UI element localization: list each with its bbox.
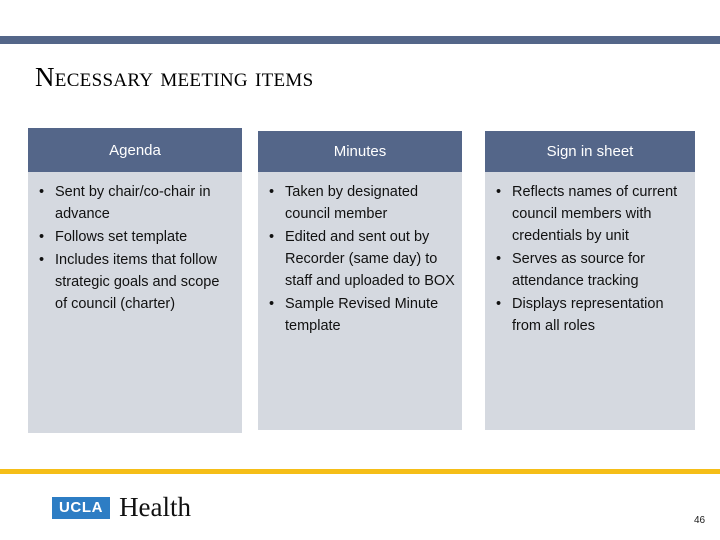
table-column-sign-in-sheet: Sign in sheet • Reflects names of current… <box>485 128 695 430</box>
list-item: • Sample Revised Minute template <box>265 293 455 337</box>
table-column-minutes: Minutes • Taken by designated council mem… <box>258 128 462 430</box>
bullet-icon: • <box>269 184 275 200</box>
bullet-list-sign-in-sheet: • Reflects names of current council membe… <box>492 181 688 337</box>
bullet-icon: • <box>269 296 275 313</box>
list-item: • Displays representation from all roles <box>492 293 688 337</box>
page-title: Necessary meeting items <box>35 62 314 92</box>
column-body-minutes: • Taken by designated council member • Edi… <box>258 172 462 430</box>
list-item-text: Displays representation from all roles <box>512 296 664 335</box>
bullet-icon: • <box>39 184 45 200</box>
bullet-icon: • <box>496 296 502 313</box>
bullet-list-agenda: • Sent by chair/co-chair in advance • Foll… <box>35 181 235 315</box>
list-item: • Reflects names of current council membe… <box>492 181 688 247</box>
ucla-logo-mark: UCLA <box>52 496 111 519</box>
column-header-minutes: Minutes <box>258 131 462 172</box>
column-body-agenda: • Sent by chair/co-chair in advance • Foll… <box>28 172 242 433</box>
list-item-text: Includes items that follow strategic goa… <box>55 252 220 313</box>
list-item-text: Taken by designated council member <box>285 184 419 223</box>
bullet-icon: • <box>269 229 275 246</box>
list-item-text: Edited and sent out by Recorder (same da… <box>285 229 455 290</box>
bullet-icon: • <box>39 229 45 246</box>
health-wordmark: Health <box>119 492 192 522</box>
list-item: • Serves as source for attendance trackin… <box>492 248 688 292</box>
column-header-sign-in-sheet: Sign in sheet <box>485 131 695 172</box>
list-item: • Sent by chair/co-chair in advance <box>35 181 235 225</box>
list-item-text: Serves as source for attendance tracking <box>512 251 645 290</box>
top-accent-bar <box>0 36 720 44</box>
list-item-text: Follows set template <box>55 229 188 246</box>
ucla-health-logo: UCLA Health <box>52 494 191 521</box>
list-item: • Edited and sent out by Recorder (same d… <box>265 226 455 292</box>
list-item-text: Sent by chair/co-chair in advance <box>55 184 211 223</box>
list-item: • Follows set template <box>35 226 235 248</box>
list-item-text: Sample Revised Minute template <box>285 296 439 335</box>
comparison-table: Agenda • Sent by chair/co-chair in advanc… <box>28 128 695 438</box>
footer-divider <box>0 469 720 474</box>
column-body-sign-in-sheet: • Reflects names of current council membe… <box>485 172 695 430</box>
list-item: • Taken by designated council member <box>265 181 455 225</box>
bullet-list-minutes: • Taken by designated council member • Edi… <box>265 181 455 337</box>
list-item-text: Reflects names of current council member… <box>512 184 678 245</box>
list-item: • Includes items that follow strategic go… <box>35 249 235 315</box>
bullet-icon: • <box>39 252 45 269</box>
page-number: 46 <box>694 515 706 526</box>
column-header-agenda: Agenda <box>28 128 242 172</box>
table-column-agenda: Agenda • Sent by chair/co-chair in advanc… <box>28 128 242 433</box>
bullet-icon: • <box>496 251 502 268</box>
bullet-icon: • <box>496 184 502 200</box>
